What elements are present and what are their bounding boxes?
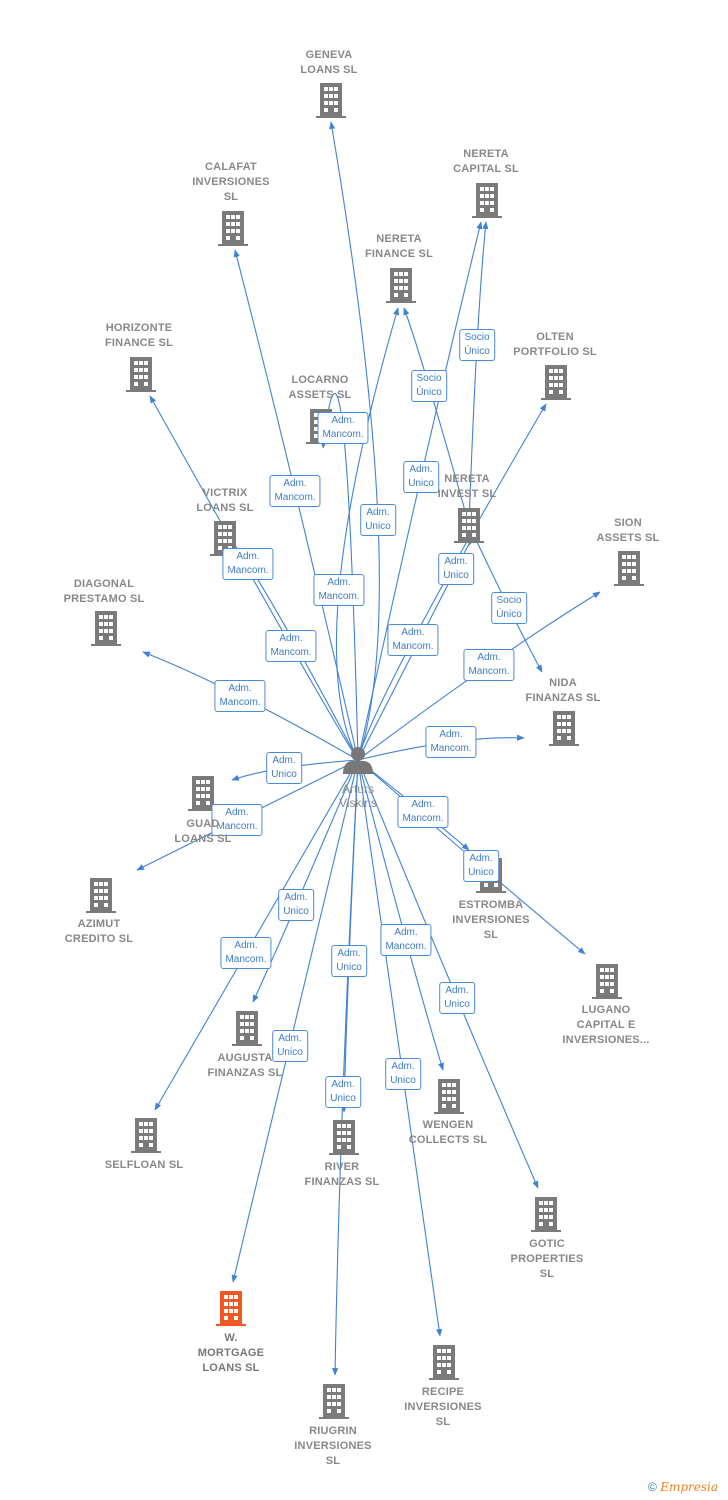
- company-name-wmortgage[interactable]: W. MORTGAGE LOANS SL: [197, 1332, 265, 1374]
- company-name-nereta_finance[interactable]: NERETA FINANCE SL: [365, 233, 433, 260]
- relation-edge-riugrin: [332, 759, 359, 1376]
- building-icon-nereta_finance[interactable]: [386, 268, 416, 303]
- company-name-guad[interactable]: GUAD LOANS SL: [174, 818, 232, 845]
- building-icon-nereta_capital[interactable]: [472, 183, 502, 218]
- building-icon-sion[interactable]: [614, 551, 644, 586]
- building-icon-diagonal[interactable]: [91, 611, 121, 646]
- company-name-nereta_capital[interactable]: NERETA CAPITAL SL: [453, 148, 519, 175]
- relation-label-augusta[interactable]: Adm. Unico: [278, 889, 314, 921]
- relation-edge-river: [341, 759, 359, 1113]
- relation-label-victrix[interactable]: Adm. Mancom.: [222, 548, 274, 580]
- footer-brand[interactable]: © Empresia: [648, 1480, 718, 1494]
- relation-label-nereta_finance[interactable]: Adm. Mancom.: [313, 574, 365, 606]
- building-icon-horizonte[interactable]: [126, 357, 156, 392]
- relation-label-sion[interactable]: Adm. Mancom.: [463, 649, 515, 681]
- company-name-calafat[interactable]: CALAFAT INVERSIONES SL: [192, 161, 270, 203]
- building-icon-nereta_invest[interactable]: [454, 508, 484, 543]
- building-icon-olten[interactable]: [541, 365, 571, 400]
- relation-label-wengen[interactable]: Adm. Mancom.: [380, 924, 432, 956]
- building-icon-wengen[interactable]: [434, 1079, 464, 1114]
- relation-label-wmortgage[interactable]: Adm. Unico: [272, 1030, 308, 1062]
- person-icon[interactable]: [343, 747, 373, 774]
- relation-label-estromba[interactable]: Adm. Mancom.: [397, 796, 449, 828]
- relation-label-nereta_capital[interactable]: Socio Único: [459, 329, 495, 361]
- relation-label-guad[interactable]: Adm. Unico: [266, 752, 302, 784]
- person-name[interactable]: Arturs Viskins: [339, 782, 377, 810]
- relation-label-geneva[interactable]: Adm. Unico: [360, 504, 396, 536]
- company-name-lugano[interactable]: LUGANO CAPITAL E INVERSIONES...: [562, 1004, 650, 1046]
- company-name-victrix[interactable]: VICTRIX LOANS SL: [196, 487, 254, 514]
- company-name-azimut[interactable]: AZIMUT CREDITO SL: [64, 918, 134, 945]
- building-icon-augusta[interactable]: [232, 1011, 262, 1046]
- relation-label-azimut[interactable]: Adm. Mancom.: [211, 804, 263, 836]
- relation-label-calafat[interactable]: Adm. Mancom.: [269, 475, 321, 507]
- company-name-horizonte[interactable]: HORIZONTE FINANCE SL: [105, 322, 173, 349]
- company-name-sion[interactable]: SION ASSETS SL: [596, 517, 660, 544]
- building-icon-azimut[interactable]: [86, 878, 116, 913]
- relation-label-lugano[interactable]: Adm. Unico: [463, 850, 499, 882]
- company-name-wengen[interactable]: WENGEN COLLECTS SL: [408, 1119, 488, 1146]
- relation-label-riugrin[interactable]: Adm. Unico: [325, 1076, 361, 1108]
- company-name-river[interactable]: RIVER FINANZAS SL: [304, 1161, 380, 1188]
- relation-label-recipe[interactable]: Adm. Unico: [385, 1058, 421, 1090]
- relation-label-selfloan[interactable]: Adm. Mancom.: [220, 937, 272, 969]
- relation-label-river[interactable]: Adm. Unico: [331, 945, 367, 977]
- company-name-riugrin[interactable]: RIUGRIN INVERSIONES SL: [294, 1425, 372, 1467]
- copyright-symbol: ©: [648, 1480, 657, 1494]
- company-name-augusta[interactable]: AUGUSTA FINANZAS SL: [207, 1052, 283, 1079]
- relation-label-nida[interactable]: Adm. Mancom.: [425, 726, 477, 758]
- company-name-gotic[interactable]: GOTIC PROPERTIES SL: [510, 1238, 584, 1280]
- brand-name: Empresia: [660, 1480, 718, 1494]
- relation-label-nida[interactable]: Socio Único: [491, 592, 527, 624]
- building-icon-wmortgage[interactable]: [216, 1291, 246, 1326]
- building-icon-river[interactable]: [329, 1120, 359, 1155]
- company-name-geneva[interactable]: GENEVA LOANS SL: [300, 49, 358, 76]
- relation-label-nereta_invest[interactable]: Adm. Unico: [438, 553, 474, 585]
- building-icon-gotic[interactable]: [531, 1197, 561, 1232]
- company-name-nida[interactable]: NIDA FINANZAS SL: [525, 677, 601, 704]
- company-name-nereta_invest[interactable]: NERETA INVEST SL: [437, 473, 497, 500]
- relation-label-diagonal[interactable]: Adm. Mancom.: [214, 680, 266, 712]
- company-name-selfloan[interactable]: SELFLOAN SL: [104, 1159, 184, 1171]
- company-name-olten[interactable]: OLTEN PORTFOLIO SL: [513, 331, 597, 358]
- relation-label-horizonte[interactable]: Adm. Mancom.: [265, 630, 317, 662]
- building-icon-calafat[interactable]: [218, 211, 248, 246]
- relation-label-gotic[interactable]: Adm. Unico: [439, 982, 475, 1014]
- building-icon-nida[interactable]: [549, 711, 579, 746]
- building-icon-lugano[interactable]: [592, 964, 622, 999]
- relation-label-olten[interactable]: Adm. Mancom.: [387, 624, 439, 656]
- relation-label-nereta_capital[interactable]: Adm. Unico: [403, 461, 439, 493]
- building-icon-recipe[interactable]: [429, 1345, 459, 1380]
- building-icon-riugrin[interactable]: [319, 1384, 349, 1419]
- building-icon-geneva[interactable]: [316, 83, 346, 118]
- company-name-locarno[interactable]: LOCARNO ASSETS SL: [288, 374, 352, 401]
- relation-edge-recipe: [357, 759, 443, 1337]
- company-name-estromba[interactable]: ESTROMBA INVERSIONES SL: [452, 899, 530, 941]
- company-name-recipe[interactable]: RECIPE INVERSIONES SL: [404, 1386, 482, 1428]
- relation-label-locarno[interactable]: Adm. Mancom.: [317, 412, 369, 444]
- company-name-diagonal[interactable]: DIAGONAL PRESTAMO SL: [63, 578, 145, 605]
- relation-label-nereta_finance[interactable]: Socio Único: [411, 370, 447, 402]
- building-icon-selfloan[interactable]: [131, 1118, 161, 1153]
